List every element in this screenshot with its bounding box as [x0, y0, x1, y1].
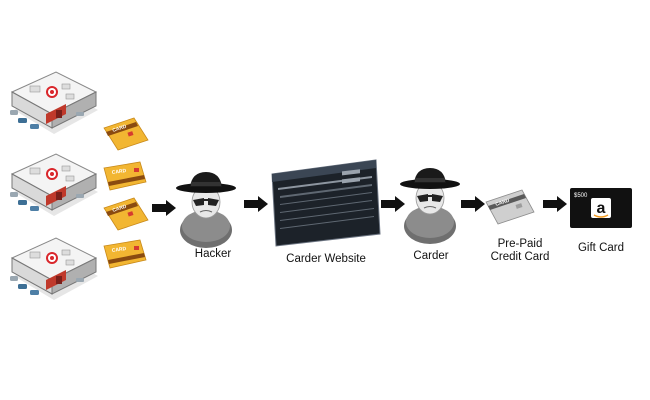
target-store-icon	[9, 153, 99, 217]
target-store-icon	[9, 237, 99, 301]
stolen-credit-card-icon	[103, 117, 149, 151]
stolen-credit-card-icon	[103, 161, 147, 191]
arrow-icon	[381, 196, 405, 212]
prepaid-card-icon: CARD	[485, 189, 535, 225]
svg-text:CARD: CARD	[495, 198, 511, 208]
prepaid-label: Pre-Paid Credit Card	[480, 238, 560, 264]
hacker-icon	[175, 171, 237, 249]
amazon-smile-icon	[593, 214, 609, 218]
carder-website-label: Carder Website	[286, 253, 366, 265]
arrow-icon	[244, 196, 268, 212]
target-store-icon	[9, 71, 99, 135]
gift-card-label: Gift Card	[577, 242, 624, 254]
carder-label: Carder	[413, 250, 449, 262]
carder-website-screenshot	[271, 159, 381, 247]
prepaid-label-line1: Pre-Paid	[497, 238, 543, 250]
arrow-icon	[152, 200, 176, 216]
stolen-credit-card-icon	[103, 197, 149, 231]
gift-card-icon: $500 a	[570, 188, 632, 228]
amazon-logo-letter: a	[597, 200, 606, 217]
arrow-icon	[461, 196, 485, 212]
gift-card-amount: $500	[574, 193, 588, 199]
arrow-icon	[543, 196, 567, 212]
carder-icon	[399, 167, 461, 245]
hacker-label: Hacker	[194, 248, 232, 260]
prepaid-label-line2: Credit Card	[490, 251, 550, 263]
stolen-credit-card-icon	[103, 239, 147, 269]
